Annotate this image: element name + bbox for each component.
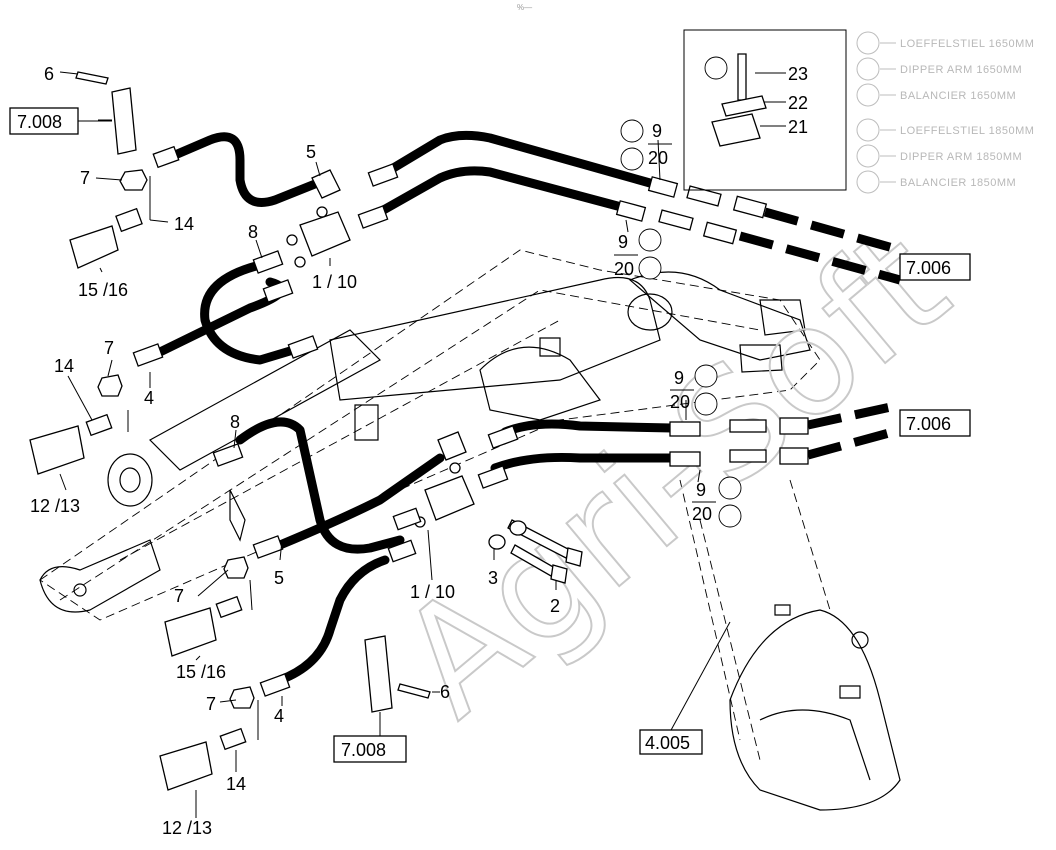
callout-4: 4 [144, 388, 154, 408]
svg-text:20: 20 [692, 504, 712, 524]
callout-4: 4 [274, 706, 284, 726]
fittings [29, 53, 809, 791]
callout-7: 7 [206, 694, 216, 714]
callout-3: 3 [488, 568, 498, 588]
ref-7008-bottom[interactable]: 7.008 [333, 735, 407, 763]
hoses-lower [235, 400, 902, 685]
callout-15-16: 15 /16 [176, 662, 226, 682]
variant-circle [704, 56, 728, 80]
leader-lines [59, 71, 786, 818]
callout-6: 6 [44, 64, 54, 84]
callout-7: 7 [174, 586, 184, 606]
callout-14: 14 [226, 774, 246, 794]
callout-7: 7 [80, 168, 90, 188]
svg-text:9: 9 [696, 480, 706, 500]
callout-2: 2 [550, 596, 560, 616]
callout-8: 8 [230, 412, 240, 432]
callout-5: 5 [274, 568, 284, 588]
ref-7006-bottom[interactable]: 7.006 [899, 409, 971, 437]
callout-1-10: 1 / 10 [312, 272, 357, 292]
legend-item: DIPPER ARM 1850MM [900, 151, 1022, 163]
callout-7: 7 [104, 338, 114, 358]
svg-text:7.006: 7.006 [906, 414, 951, 434]
ref-4005[interactable]: 4.005 [639, 729, 703, 755]
svg-text:9: 9 [674, 368, 684, 388]
svg-text:9: 9 [652, 121, 662, 141]
callout-23: 23 [788, 64, 808, 84]
callout-14: 14 [174, 214, 194, 234]
callout-5: 5 [306, 142, 316, 162]
clamp-inset-box [683, 29, 847, 191]
svg-text:20: 20 [670, 392, 690, 412]
callouts: 6 7 14 15 /16 5 8 1 / 10 7 4 14 12 /13 8… [30, 64, 808, 838]
ref-7006-top[interactable]: 7.006 [899, 253, 971, 281]
svg-text:9: 9 [618, 232, 628, 252]
callout-8: 8 [248, 222, 258, 242]
legend-item: DIPPER ARM 1650MM [900, 64, 1022, 76]
callout-14: 14 [54, 356, 74, 376]
svg-text:7.008: 7.008 [341, 740, 386, 760]
callout-1-10: 1 / 10 [410, 582, 455, 602]
callout-22: 22 [788, 93, 808, 113]
legend-item: LOEFFELSTIEL 1850MM [900, 125, 1034, 137]
legend-item: BALANCIER 1850MM [900, 177, 1016, 189]
header-mark: %— [517, 3, 532, 12]
callout-12-13: 12 /13 [30, 496, 80, 516]
callout-12-13: 12 /13 [162, 818, 212, 838]
legend-item: BALANCIER 1650MM [900, 90, 1016, 102]
svg-text:7.008: 7.008 [17, 112, 62, 132]
dipper-arm-outline [39, 249, 901, 811]
fraction-9-20-d: 9 20 [692, 480, 716, 524]
callout-21: 21 [788, 117, 808, 137]
variant-circles [620, 119, 742, 528]
variant-legend: LOEFFELSTIEL 1650MM DIPPER ARM 1650MM BA… [856, 31, 1034, 194]
fraction-9-20-c: 9 20 [670, 368, 694, 412]
ref-7008-top[interactable]: 7.008 [9, 107, 79, 135]
fraction-9-20-a: 9 20 [648, 121, 672, 168]
legend-item: LOEFFELSTIEL 1650MM [900, 38, 1034, 50]
fraction-9-20-b: 9 20 [614, 232, 638, 279]
callout-15-16: 15 /16 [78, 280, 128, 300]
svg-text:4.005: 4.005 [645, 733, 690, 753]
svg-text:7.006: 7.006 [906, 258, 951, 278]
svg-text:20: 20 [614, 259, 634, 279]
callout-6: 6 [440, 682, 450, 702]
svg-text:20: 20 [648, 148, 668, 168]
